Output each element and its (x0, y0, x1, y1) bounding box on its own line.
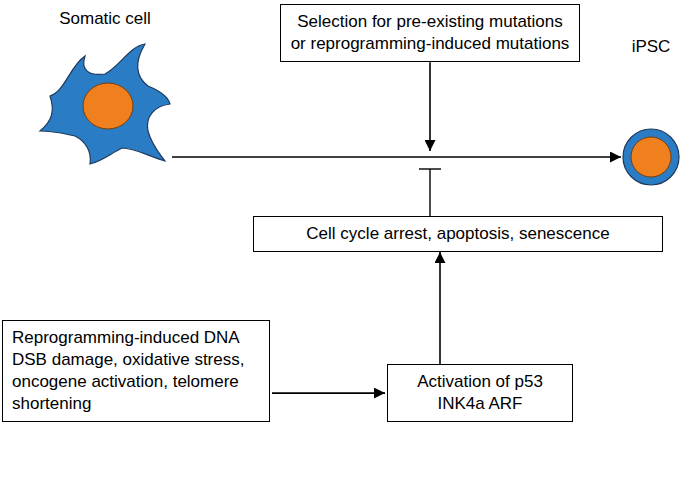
ipsc-cell: iPSC (618, 36, 684, 201)
flow-arrow (272, 392, 385, 394)
flow-arrow (439, 252, 441, 364)
cell-body (623, 129, 679, 185)
cell-body (40, 44, 170, 164)
box-text: Selection for pre-existing mutations or … (290, 11, 570, 55)
process-box: Cell cycle arrest, apoptosis, senescence (253, 216, 663, 252)
flow-arrow (172, 156, 621, 158)
somatic-cell-drawing (30, 36, 175, 168)
box-text: Activation of p53 INK4a ARF (397, 371, 563, 415)
ipsc-drawing (618, 121, 684, 193)
cell-nucleus (83, 83, 133, 129)
cell-label: iPSC (618, 36, 684, 58)
selection-arrow (429, 62, 431, 151)
somatic-cell: Somatic cell (30, 8, 180, 178)
cell-nucleus (631, 137, 671, 177)
cell-label: Somatic cell (30, 8, 180, 30)
inhibition-line (429, 169, 430, 216)
process-box: Selection for pre-existing mutations or … (280, 4, 580, 62)
box-text: Cell cycle arrest, apoptosis, senescence (263, 223, 653, 245)
box-text: Reprogramming-induced DNA DSB damage, ox… (12, 327, 260, 415)
process-box: Activation of p53 INK4a ARF (387, 364, 573, 422)
inhibition-bar (419, 168, 441, 169)
process-box: Reprogramming-induced DNA DSB damage, ox… (2, 320, 270, 422)
